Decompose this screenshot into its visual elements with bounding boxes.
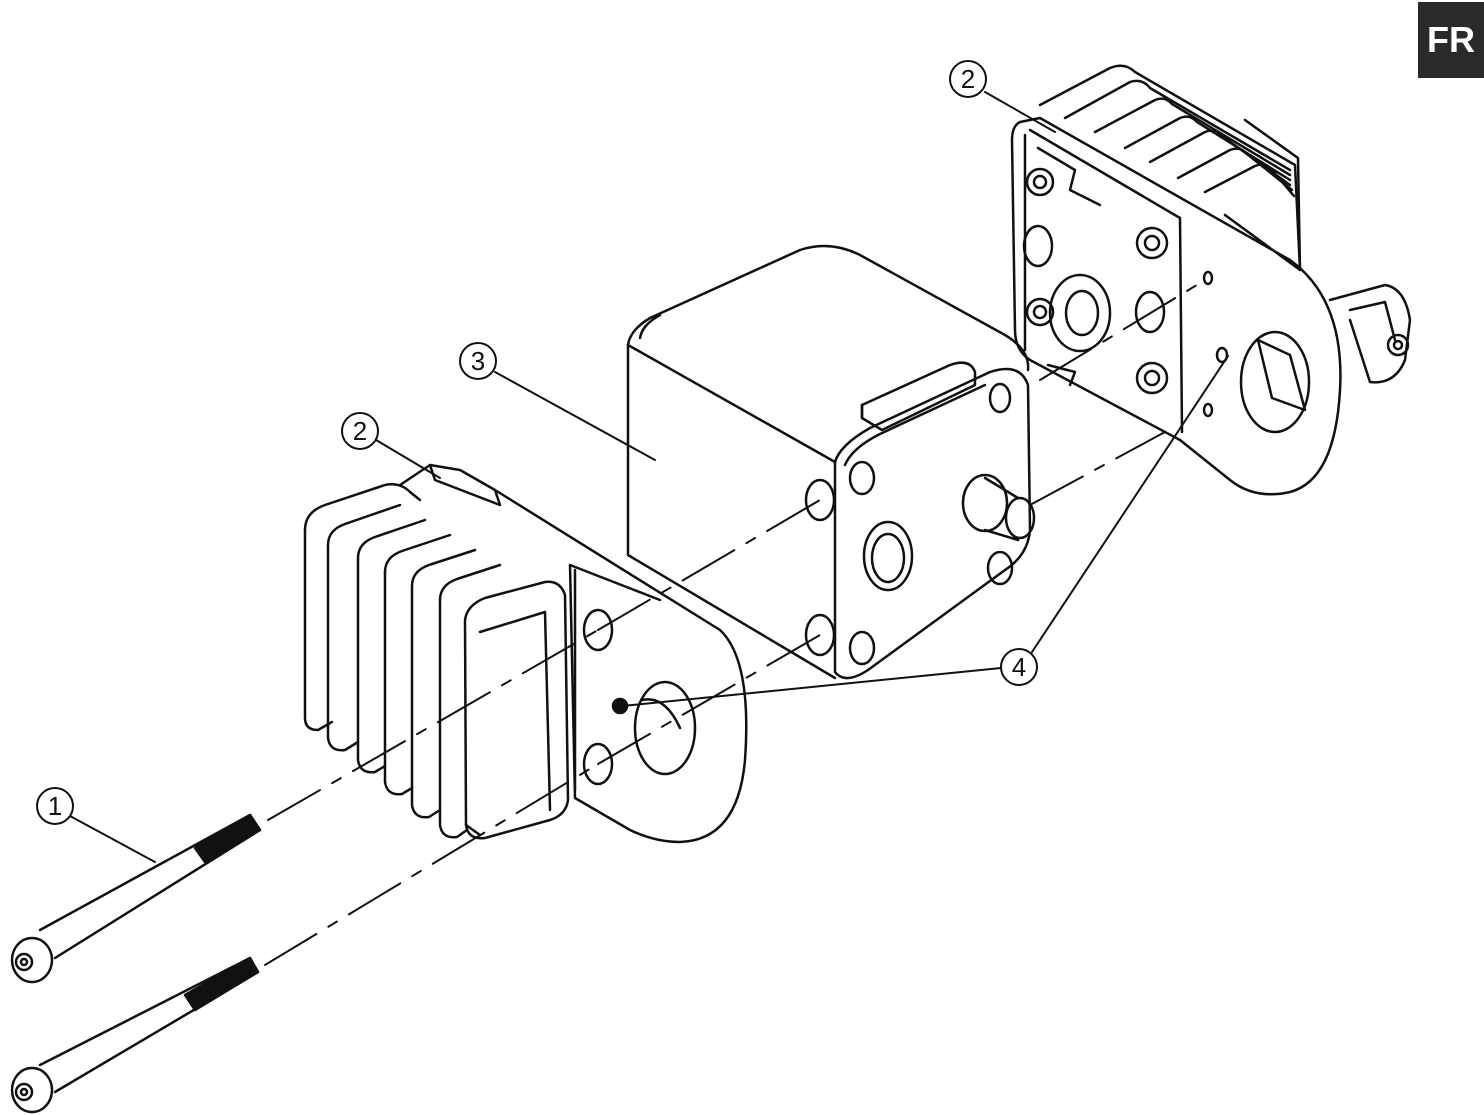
callout-4: 4 (1000, 648, 1038, 686)
callout-leaders (69, 91, 1229, 863)
long-screw-upper (10, 813, 262, 984)
callout-2-left: 2 (341, 412, 379, 450)
right-heatsink-fins (1038, 64, 1302, 272)
callout-1: 1 (36, 787, 74, 825)
language-tab: FR (1418, 2, 1484, 78)
svg-text:2: 2 (961, 64, 975, 94)
callout-3: 3 (459, 342, 497, 380)
motor-block (626, 244, 1036, 680)
right-plate-outline (1010, 116, 1342, 496)
svg-text:3: 3 (471, 346, 485, 376)
left-mounting-plate (303, 463, 748, 844)
long-screw-lower (10, 956, 260, 1114)
svg-text:4: 4 (1012, 652, 1026, 682)
svg-text:1: 1 (48, 791, 62, 821)
callout-2-top: 2 (949, 60, 987, 98)
left-heatsink-fins (303, 483, 502, 839)
assembly-axis-lines (264, 279, 1206, 966)
svg-text:2: 2 (353, 416, 367, 446)
right-plate-bolts (1025, 167, 1169, 395)
right-mounting-plate (1010, 64, 1412, 496)
left-plate-outline (398, 463, 748, 844)
